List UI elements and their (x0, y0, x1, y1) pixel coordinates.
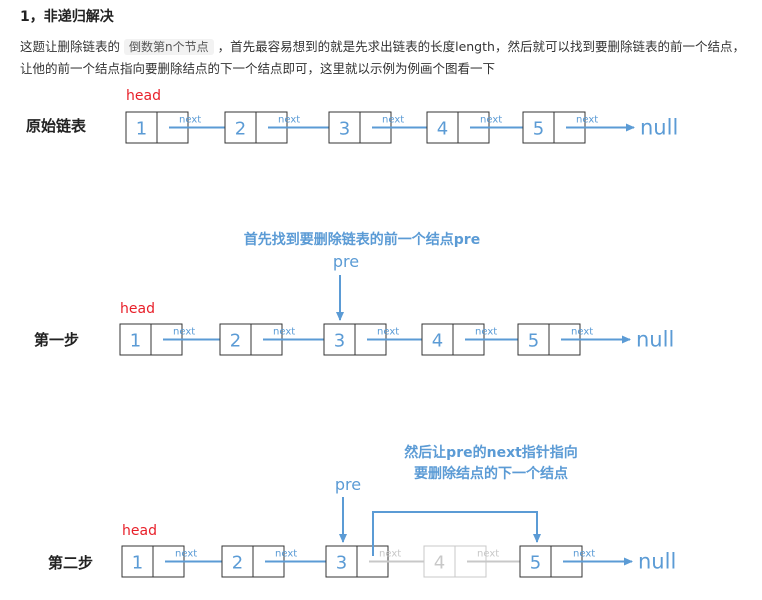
redirect-arrow (372, 511, 541, 556)
node-value: 5 (530, 553, 541, 574)
next-label: next (275, 549, 297, 560)
inline-code-chip: 倒数第n个节点 (124, 39, 214, 55)
null-label: null (638, 550, 676, 574)
node-value: 1 (130, 331, 141, 352)
head-label: head (126, 88, 161, 104)
next-label: next (379, 549, 401, 560)
next-label: next (273, 327, 295, 338)
node-value: 2 (232, 553, 243, 574)
next-label: next (576, 115, 598, 126)
next-label: next (278, 115, 300, 126)
pre-label: pre (335, 475, 361, 494)
next-label: next (477, 549, 499, 560)
next-label: next (571, 327, 593, 338)
next-label: next (175, 549, 197, 560)
step1-caption: 首先找到要删除链表的前一个结点pre (244, 231, 480, 248)
node-value: 4 (432, 331, 443, 352)
node-value: 4 (434, 553, 445, 574)
node-value: 5 (533, 119, 544, 140)
next-label: next (173, 327, 195, 338)
step2-caption-line1: 然后让pre的next指针指向 (404, 444, 578, 461)
node-value: 1 (136, 119, 147, 140)
para-text-before: 这题让删除链表的 (20, 39, 121, 54)
node-value: 1 (132, 553, 143, 574)
row-title-3: 第二步 (48, 554, 93, 572)
node-value: 3 (339, 119, 350, 140)
para-text-after: ，首先最容易想到的就是先求出链表的长度length，然后就可以找到要删除链表的前… (20, 39, 745, 76)
row-title-1: 原始链表 (26, 117, 87, 135)
next-label: next (377, 327, 399, 338)
next-label: next (573, 549, 595, 560)
null-label: null (636, 328, 674, 352)
next-label: next (475, 327, 497, 338)
next-label: next (382, 115, 404, 126)
intro-paragraph: 这题让删除链表的 倒数第n个节点 ，首先最容易想到的就是先求出链表的长度leng… (20, 36, 750, 80)
next-label: next (480, 115, 502, 126)
node-value: 2 (235, 119, 246, 140)
null-label: null (640, 116, 678, 140)
head-label: head (122, 523, 157, 539)
pre-label: pre (333, 252, 359, 271)
node-value: 3 (336, 553, 347, 574)
node-value: 2 (230, 331, 241, 352)
node-value: 3 (334, 331, 345, 352)
row-title-2: 第一步 (34, 331, 79, 349)
head-label: head (120, 301, 155, 317)
node-value: 5 (528, 331, 539, 352)
step2-caption-line2: 要删除结点的下一个结点 (414, 465, 568, 482)
node-value: 4 (437, 119, 448, 140)
section-heading: 1，非递归解决 (20, 9, 114, 25)
next-label: next (179, 115, 201, 126)
